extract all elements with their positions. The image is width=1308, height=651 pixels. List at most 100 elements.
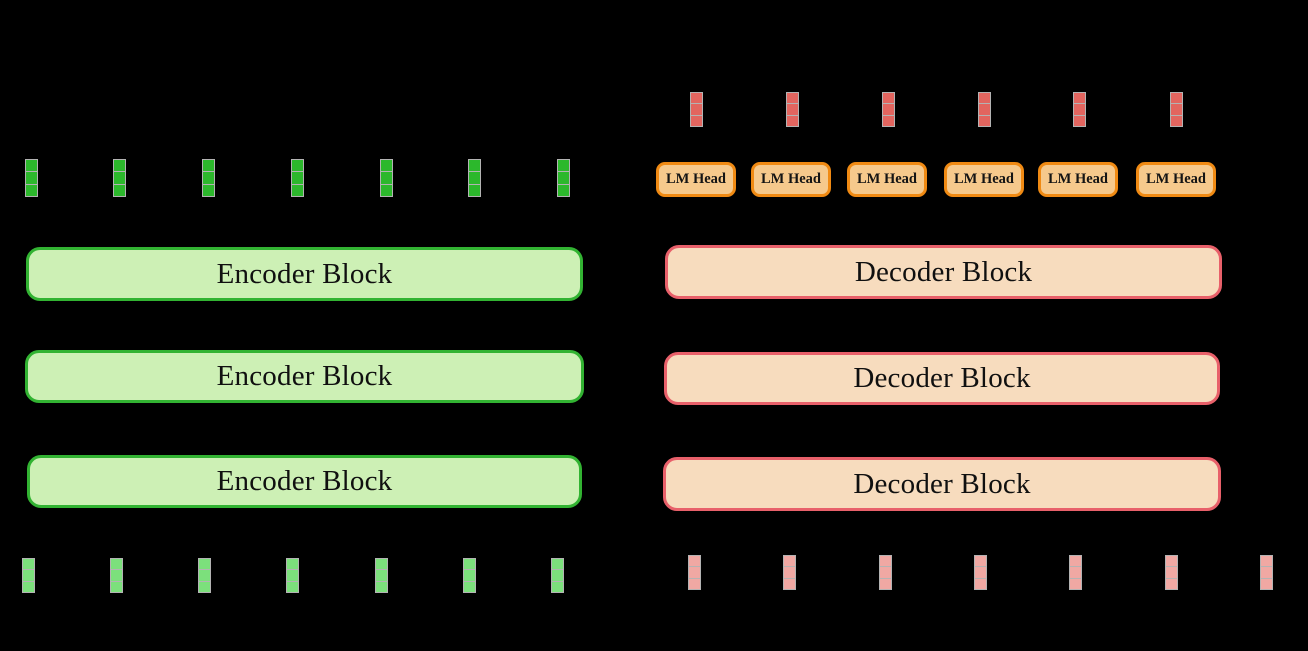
token-cell bbox=[787, 104, 798, 115]
token-cell bbox=[199, 581, 210, 592]
decoder-output-token-4 bbox=[978, 92, 991, 127]
decoder-input-token-5 bbox=[1069, 555, 1082, 590]
token-cell bbox=[1166, 578, 1177, 589]
decoder-block-1[interactable]: Decoder Block bbox=[665, 245, 1222, 299]
encoder-output-token-4 bbox=[291, 159, 304, 197]
token-cell bbox=[552, 581, 563, 592]
token-cell bbox=[292, 184, 303, 196]
token-cell bbox=[376, 559, 387, 570]
token-cell bbox=[23, 570, 34, 581]
token-cell bbox=[287, 581, 298, 592]
token-cell bbox=[689, 556, 700, 567]
token-cell bbox=[883, 104, 894, 115]
token-cell bbox=[376, 581, 387, 592]
token-cell bbox=[880, 567, 891, 578]
token-cell bbox=[691, 93, 702, 104]
token-cell bbox=[880, 578, 891, 589]
lm-head-6[interactable]: LM Head bbox=[1136, 162, 1216, 197]
token-cell bbox=[111, 559, 122, 570]
token-cell bbox=[1074, 93, 1085, 104]
decoder-input-token-6 bbox=[1165, 555, 1178, 590]
token-cell bbox=[979, 104, 990, 115]
encoder-output-token-6 bbox=[468, 159, 481, 197]
token-cell bbox=[883, 93, 894, 104]
token-cell bbox=[111, 581, 122, 592]
token-cell bbox=[1261, 556, 1272, 567]
token-cell bbox=[552, 559, 563, 570]
token-cell bbox=[691, 104, 702, 115]
encoder-output-token-7 bbox=[557, 159, 570, 197]
token-cell bbox=[880, 556, 891, 567]
lm-head-3[interactable]: LM Head bbox=[847, 162, 927, 197]
token-cell bbox=[23, 559, 34, 570]
decoder-output-token-6 bbox=[1170, 92, 1183, 127]
decoder-output-token-1 bbox=[690, 92, 703, 127]
decoder-block-2[interactable]: Decoder Block bbox=[664, 352, 1220, 405]
token-cell bbox=[469, 184, 480, 196]
token-cell bbox=[979, 93, 990, 104]
token-cell bbox=[292, 160, 303, 172]
encoder-block-3[interactable]: Encoder Block bbox=[27, 455, 582, 508]
decoder-output-token-2 bbox=[786, 92, 799, 127]
token-cell bbox=[784, 567, 795, 578]
token-cell bbox=[381, 184, 392, 196]
decoder-output-token-5 bbox=[1073, 92, 1086, 127]
lm-head-1[interactable]: LM Head bbox=[656, 162, 736, 197]
decoder-input-token-7 bbox=[1260, 555, 1273, 590]
token-cell bbox=[114, 160, 125, 172]
decoder-output-token-3 bbox=[882, 92, 895, 127]
token-cell bbox=[26, 160, 37, 172]
token-cell bbox=[199, 570, 210, 581]
lm-head-2[interactable]: LM Head bbox=[751, 162, 831, 197]
encoder-input-token-5 bbox=[375, 558, 388, 593]
decoder-input-token-1 bbox=[688, 555, 701, 590]
token-cell bbox=[689, 578, 700, 589]
encoder-output-token-5 bbox=[380, 159, 393, 197]
lm-head-4[interactable]: LM Head bbox=[944, 162, 1024, 197]
token-cell bbox=[1070, 556, 1081, 567]
encoder-output-token-2 bbox=[113, 159, 126, 197]
encoder-input-token-4 bbox=[286, 558, 299, 593]
lm-head-5[interactable]: LM Head bbox=[1038, 162, 1118, 197]
token-cell bbox=[464, 581, 475, 592]
encoder-input-token-7 bbox=[551, 558, 564, 593]
token-cell bbox=[1166, 567, 1177, 578]
encoder-block-1[interactable]: Encoder Block bbox=[26, 247, 583, 301]
token-cell bbox=[26, 184, 37, 196]
token-cell bbox=[464, 559, 475, 570]
token-cell bbox=[203, 160, 214, 172]
token-cell bbox=[469, 160, 480, 172]
token-cell bbox=[979, 115, 990, 126]
token-cell bbox=[469, 172, 480, 184]
token-cell bbox=[23, 581, 34, 592]
token-cell bbox=[787, 115, 798, 126]
token-cell bbox=[1074, 115, 1085, 126]
encoder-block-2[interactable]: Encoder Block bbox=[25, 350, 584, 403]
token-cell bbox=[287, 570, 298, 581]
token-cell bbox=[203, 184, 214, 196]
token-cell bbox=[1074, 104, 1085, 115]
token-cell bbox=[1171, 104, 1182, 115]
token-cell bbox=[689, 567, 700, 578]
token-cell bbox=[558, 184, 569, 196]
token-cell bbox=[1261, 578, 1272, 589]
encoder-output-token-3 bbox=[202, 159, 215, 197]
encoder-input-token-3 bbox=[198, 558, 211, 593]
token-cell bbox=[376, 570, 387, 581]
token-cell bbox=[784, 556, 795, 567]
decoder-block-3[interactable]: Decoder Block bbox=[663, 457, 1221, 511]
encoder-input-token-2 bbox=[110, 558, 123, 593]
token-cell bbox=[552, 570, 563, 581]
token-cell bbox=[114, 184, 125, 196]
token-cell bbox=[464, 570, 475, 581]
token-cell bbox=[558, 160, 569, 172]
token-cell bbox=[1070, 578, 1081, 589]
token-cell bbox=[558, 172, 569, 184]
token-cell bbox=[287, 559, 298, 570]
decoder-input-token-2 bbox=[783, 555, 796, 590]
token-cell bbox=[114, 172, 125, 184]
token-cell bbox=[1261, 567, 1272, 578]
encoder-output-token-1 bbox=[25, 159, 38, 197]
token-cell bbox=[111, 570, 122, 581]
